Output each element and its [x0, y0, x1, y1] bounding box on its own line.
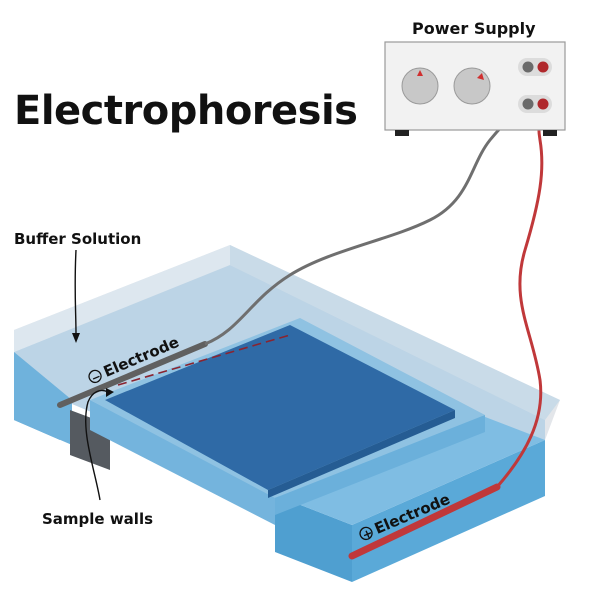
- dial-knob-icon[interactable]: [453, 67, 491, 105]
- negative-wire: [204, 102, 529, 346]
- negative-electrode: [57, 341, 208, 408]
- power-supply-foot-right: [543, 130, 557, 136]
- right-chamber-front: [275, 495, 352, 582]
- terminal-jack-red-icon[interactable]: [537, 61, 549, 73]
- power-supply-foot-left: [395, 130, 409, 136]
- plus-sign-icon: [359, 526, 373, 541]
- gel-tray-edge: [275, 415, 485, 515]
- buffer-tank: [14, 245, 560, 582]
- terminal-jack-red-icon[interactable]: [537, 98, 549, 110]
- positive-wire: [495, 103, 547, 488]
- positive-electrode: [348, 483, 501, 560]
- tank-back-wall: [14, 245, 230, 352]
- sample-walls-arrow: [85, 388, 114, 501]
- minus-sign-icon: [88, 369, 102, 384]
- platform-front: [90, 400, 275, 525]
- terminal-jack-black-icon[interactable]: [522, 98, 534, 110]
- power-supply-label: Power Supply: [412, 19, 536, 38]
- agarose-gel-edge: [268, 410, 455, 498]
- sample-walls-label: Sample walls: [42, 510, 153, 528]
- left-chamber-side: [14, 352, 72, 445]
- sample-wells-line: [117, 334, 291, 386]
- power-supply: [384, 41, 566, 136]
- right-chamber-well: [275, 415, 545, 525]
- dial-knob-icon[interactable]: [401, 67, 439, 105]
- agarose-gel: [105, 325, 455, 490]
- buffer-solution-arrow: [72, 249, 80, 343]
- page-title: Electrophoresis: [14, 88, 357, 134]
- buffer-solution-label: Buffer Solution: [14, 230, 141, 248]
- tank-right-wall-top: [230, 245, 560, 420]
- terminal-jack-black-icon[interactable]: [522, 61, 534, 73]
